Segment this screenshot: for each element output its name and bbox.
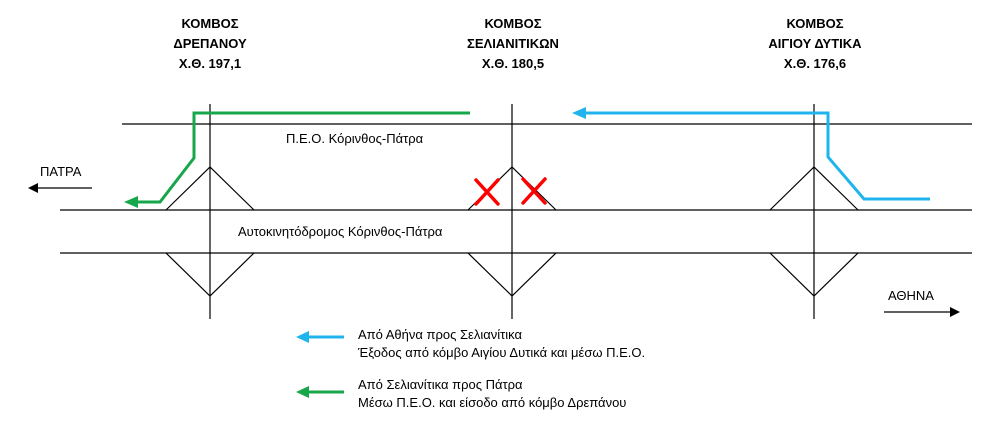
legend-green-line1: Από Σελιανίτικα προς Πάτρα (358, 377, 523, 392)
legend-green-arrowhead (296, 386, 309, 398)
green-route-path (136, 111, 470, 204)
blue-route-arrowhead (572, 107, 586, 119)
node-aigiou-line2: ΑΙΓΙΟΥ ΔΥΤΙΚΑ (768, 36, 862, 51)
closed-ramp-mark-east (521, 177, 547, 205)
closed-ramp-mark-west (474, 178, 500, 206)
node-drepanou-line1: ΚΟΜΒΟΣ (181, 16, 239, 31)
node-aigiou-line1: ΚΟΜΒΟΣ (786, 16, 844, 31)
east-direction-arrowhead (950, 307, 960, 317)
node-aigiou-km: Χ.Θ. 176,6 (783, 56, 847, 71)
peo-road-label: Π.Ε.Ο. Κόρινθος-Πάτρα (286, 131, 424, 146)
green-route-arrowhead (124, 196, 138, 208)
west-direction-arrowhead (28, 183, 38, 193)
aigiou-upper-ramps (769, 166, 859, 211)
legend-blue-arrowhead (296, 331, 309, 343)
blue-route-path (584, 111, 930, 201)
legend-green-text: Από Σελιανίτικα προς Πάτρα Μέσω Π.Ε.Ο. κ… (358, 376, 626, 412)
motorway-label: Αυτοκινητόδρομος Κόρινθος-Πάτρα (238, 224, 443, 239)
node-selianitikon-line1: ΚΟΜΒΟΣ (484, 16, 542, 31)
node-title-selianitikon: ΚΟΜΒΟΣ ΣΕΛΙΑΝΙΤΙΚΩΝ Χ.Θ. 180,5 (433, 14, 593, 74)
legend-blue-line1: Από Αθήνα προς Σελιανίτικα (358, 327, 522, 342)
legend-green-line2: Μέσω Π.Ε.Ο. και είσοδο από κόμβο Δρεπάνο… (358, 395, 627, 410)
node-title-aigiou: ΚΟΜΒΟΣ ΑΙΓΙΟΥ ΔΥΤΙΚΑ Χ.Θ. 176,6 (735, 14, 895, 74)
node-drepanou-line2: ΔΡΕΠΑΝΟΥ (173, 36, 247, 51)
west-direction-label: ΠΑΤΡΑ (40, 164, 82, 179)
drepanou-upper-ramps (165, 166, 255, 211)
node-selianitikon-line2: ΣΕΛΙΑΝΙΤΙΚΩΝ (467, 36, 559, 51)
legend-blue-text: Από Αθήνα προς Σελιανίτικα Έξοδος από κό… (358, 326, 645, 362)
node-title-drepanou: ΚΟΜΒΟΣ ΔΡΕΠΑΝΟΥ Χ.Θ. 197,1 (130, 14, 290, 74)
drepanou-lower-ramps (165, 252, 255, 297)
legend-blue-line2: Έξοδος από κόμβο Αιγίου Δυτικά και μέσω … (358, 345, 646, 360)
selianitikon-lower-ramps (467, 252, 557, 297)
node-drepanou-km: Χ.Θ. 197,1 (178, 56, 242, 71)
node-selianitikon-km: Χ.Θ. 180,5 (481, 56, 545, 71)
aigiou-lower-ramps (769, 252, 859, 297)
east-direction-label: ΑΘΗΝΑ (888, 288, 934, 303)
